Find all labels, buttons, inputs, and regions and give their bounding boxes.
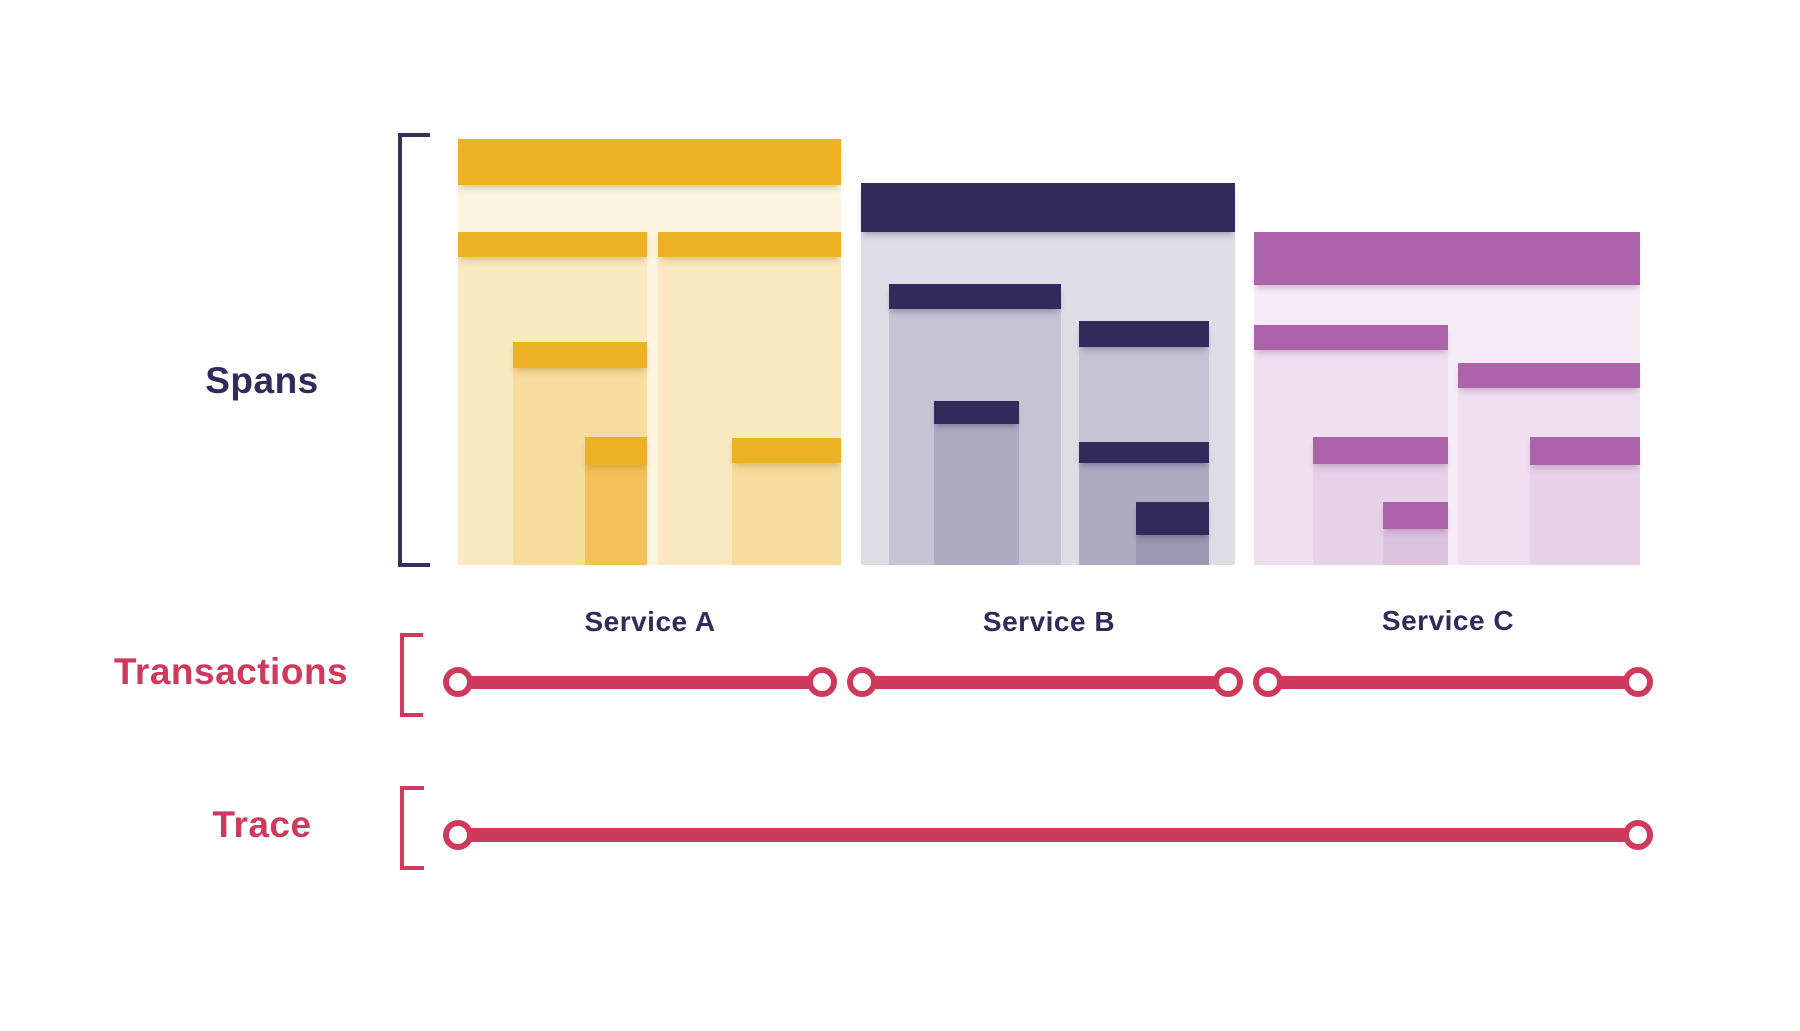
- grandchild-span-2-bar-service-b: [1079, 442, 1209, 463]
- child-span-2-bar-service-b: [1079, 321, 1209, 347]
- trace-bracket: [400, 786, 424, 870]
- spans-bracket: [398, 133, 430, 567]
- great-grandchild-span-bar-service-c: [1383, 502, 1448, 529]
- grandchild-span-1-bar-service-c: [1313, 437, 1448, 464]
- transactions-label: Transactions: [113, 651, 349, 692]
- grandchild-span-1-body-service-b: [934, 401, 1019, 565]
- transaction-1-line: [458, 675, 822, 689]
- service-label-a: Service A: [584, 606, 716, 637]
- transactions-bracket: [400, 633, 423, 717]
- transaction-2-start-circle: [847, 667, 877, 697]
- child-span-1-bar-service-c: [1254, 325, 1448, 350]
- transaction-2-line: [862, 675, 1228, 689]
- child-span-2-bar-service-c: [1458, 363, 1640, 388]
- root-span-bar-service-a: [458, 139, 841, 185]
- transaction-3-line: [1268, 675, 1638, 689]
- transaction-3-end-circle: [1623, 667, 1653, 697]
- child-span-1-bar-service-b: [889, 284, 1061, 309]
- transaction-1-end-circle: [807, 667, 837, 697]
- trace-line: [458, 828, 1638, 842]
- trace-end-circle: [1623, 820, 1653, 850]
- grandchild-span-2-bar-service-a: [732, 438, 841, 463]
- transaction-2-end-circle: [1213, 667, 1243, 697]
- great-grandchild-span-bar-service-a: [585, 437, 647, 465]
- grandchild-span-1-bar-service-a: [513, 342, 647, 368]
- child-span-1-bar-service-a: [458, 232, 647, 257]
- trace-start-circle: [443, 820, 473, 850]
- spans-label: Spans: [205, 360, 319, 401]
- grandchild-span-2-bar-service-c: [1530, 437, 1640, 465]
- service-label-b: Service B: [982, 606, 1116, 637]
- root-span-bar-service-c: [1254, 232, 1640, 285]
- service-label-c: Service C: [1381, 605, 1515, 636]
- grandchild-span-1-bar-service-b: [934, 401, 1019, 424]
- child-span-2-bar-service-a: [658, 232, 841, 257]
- trace-label: Trace: [212, 804, 312, 845]
- transaction-1-start-circle: [443, 667, 473, 697]
- transaction-3-start-circle: [1253, 667, 1283, 697]
- great-grandchild-span-bar-service-b: [1136, 502, 1209, 535]
- root-span-bar-service-b: [861, 183, 1235, 232]
